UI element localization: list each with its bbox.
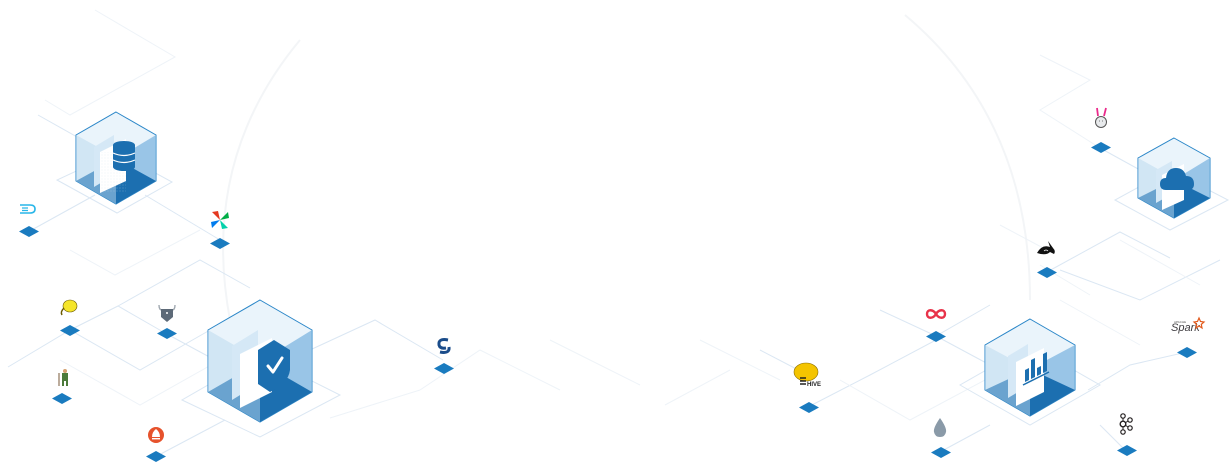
node-marker-hadoop[interactable] <box>60 325 80 336</box>
node-marker-airflow[interactable] <box>210 238 230 249</box>
kafka-nodes-icon <box>1119 413 1133 435</box>
node-marker-druid[interactable] <box>931 447 951 458</box>
background-arcs <box>222 14 1031 321</box>
grid-lines <box>7 9 1230 458</box>
opa-viking-icon <box>158 304 176 322</box>
node-marker-orca[interactable] <box>1037 267 1057 278</box>
shield-check-icon <box>258 340 290 392</box>
cloud-icon <box>1160 168 1194 190</box>
hive-logo-text: HIVE <box>807 382 821 388</box>
node-marker-prometheus[interactable] <box>146 451 166 462</box>
cube-frame <box>984 318 1076 417</box>
streaming-icon <box>20 204 36 214</box>
spark-logo-text: Spark <box>1171 322 1200 334</box>
node-marker-trino-bunny[interactable] <box>1091 142 1111 153</box>
hadoop-elephant-icon <box>60 299 78 316</box>
hive-bee-icon: HIVE <box>793 362 821 388</box>
cube-cloud <box>1137 137 1211 219</box>
cube-security <box>207 299 313 423</box>
node-markers <box>19 142 1197 462</box>
spark-apache-text: APACHE <box>1174 320 1186 324</box>
node-marker-kafka[interactable] <box>1117 445 1137 456</box>
node-marker-infinity[interactable] <box>926 331 946 342</box>
orca-whale-icon <box>1037 241 1055 255</box>
cube-database <box>75 111 157 205</box>
node-marker-spark[interactable] <box>1177 347 1197 358</box>
infinity-icon <box>925 309 947 319</box>
superset-s-icon <box>437 338 451 354</box>
prometheus-flame-icon <box>148 427 164 443</box>
node-marker-hive[interactable] <box>799 402 819 413</box>
cube-analytics <box>984 318 1076 417</box>
node-marker-streaming[interactable] <box>19 226 39 237</box>
druid-drop-icon <box>933 418 947 437</box>
bunny-icon <box>1095 107 1107 128</box>
node-marker-airflow-worker[interactable] <box>52 393 72 404</box>
bar-chart-icon <box>1022 352 1050 386</box>
worker-figure-icon <box>58 369 68 386</box>
database-icon <box>112 141 136 171</box>
node-marker-superset[interactable] <box>434 363 454 374</box>
spark-star-icon: APACHE Spark <box>1171 316 1206 334</box>
node-marker-opa[interactable] <box>157 328 177 339</box>
airflow-pinwheel-icon <box>211 211 229 229</box>
